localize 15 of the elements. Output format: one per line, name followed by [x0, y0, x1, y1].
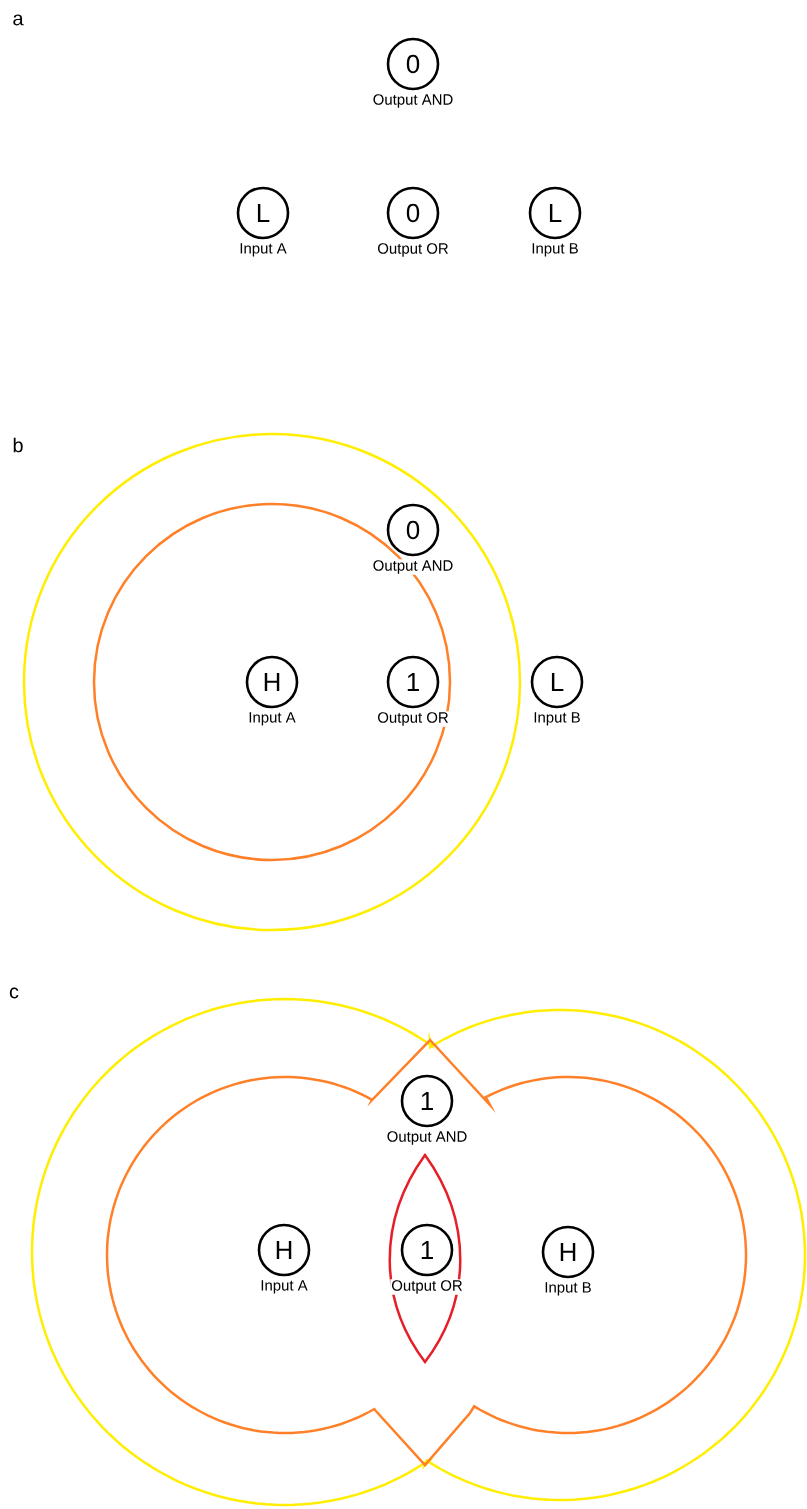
- node-caption: Output AND: [371, 93, 455, 109]
- node-caption: Output AND: [385, 1130, 469, 1146]
- node-caption: Input A: [247, 711, 297, 727]
- node-caption: Input B: [532, 711, 582, 727]
- node-caption: Output OR: [376, 242, 450, 258]
- panel-letter: b: [13, 437, 23, 453]
- node-caption: Input B: [530, 242, 580, 258]
- node-caption: Input A: [259, 1279, 309, 1295]
- node-caption: Output AND: [371, 559, 455, 575]
- panel-letter: c: [9, 987, 19, 999]
- panel-letter: a: [13, 14, 24, 26]
- node-caption: Input B: [543, 1281, 593, 1297]
- node-caption: Output OR: [376, 711, 450, 727]
- node-caption: Input A: [238, 242, 288, 258]
- node-caption: Output OR: [390, 1279, 464, 1295]
